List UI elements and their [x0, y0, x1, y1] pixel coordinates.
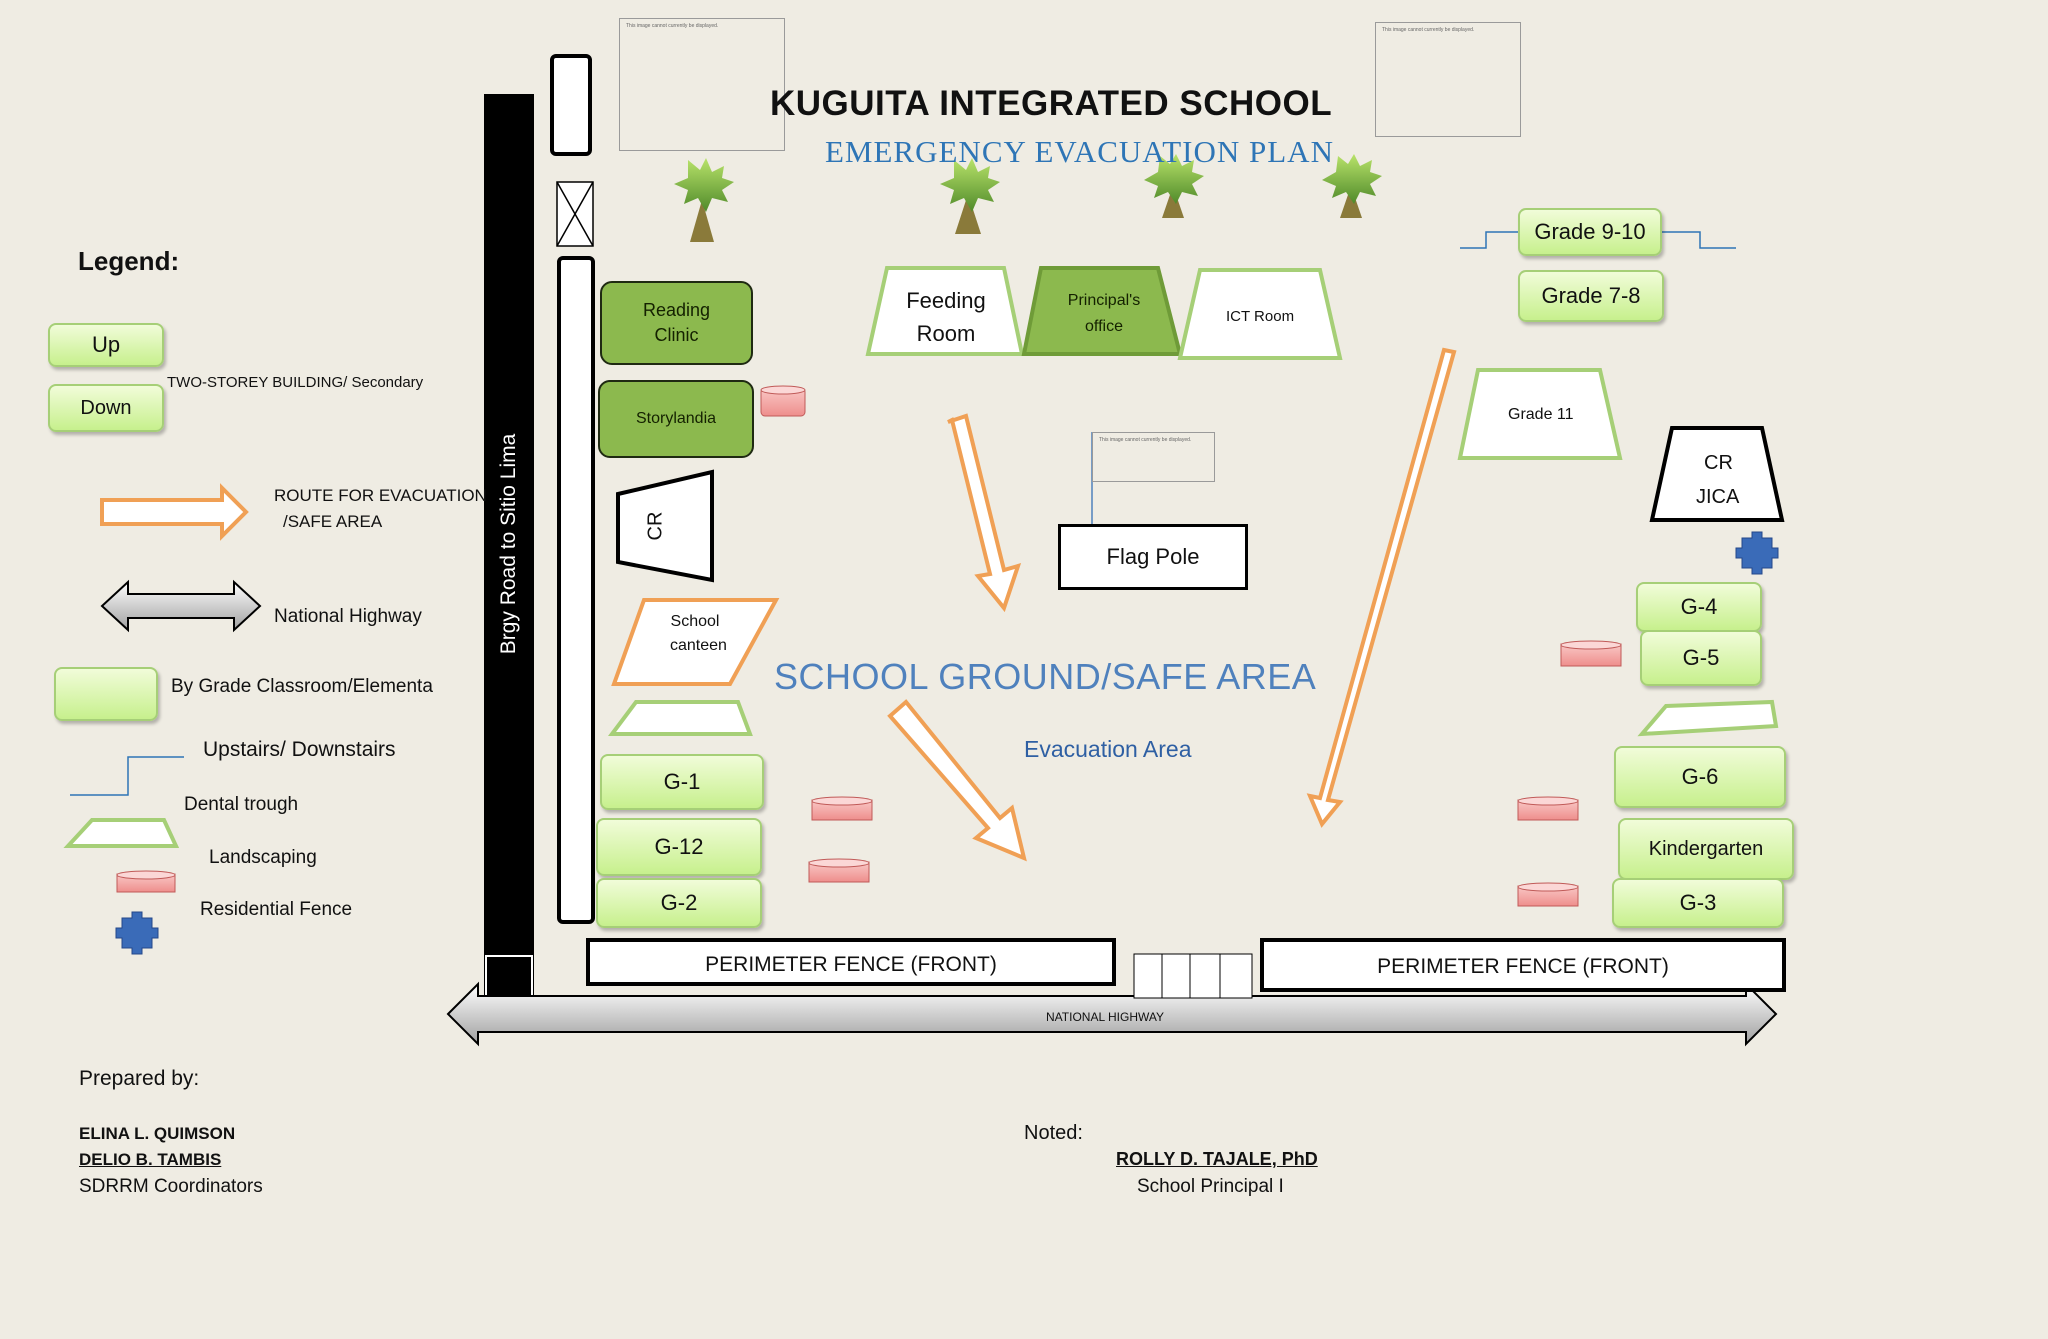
g1-room: G-1: [600, 754, 764, 810]
perimeter-fence-left: [586, 938, 1116, 986]
legend-route-label-1: ROUTE FOR EVACUATION: [274, 486, 487, 505]
grade-11-shape: [1457, 368, 1623, 460]
legend-classroom-box: [54, 667, 158, 721]
perimeter-fence-right: [1260, 938, 1786, 992]
tree-icon: [940, 158, 1000, 234]
cr-jica-label-1: CR: [1704, 452, 1733, 474]
left-wall-long: [557, 256, 595, 924]
legend-classroom-label: By Grade Classroom/Elementa: [171, 676, 433, 697]
residential-fence-icon: [1735, 531, 1779, 575]
legend-landscaping-shape: [63, 818, 180, 848]
dental-trough-icon: [760, 384, 806, 420]
preparer-name-2: DELIO B. TAMBIS: [79, 1150, 222, 1169]
brgy-road-label: Brgy Road to Sitio Lima: [497, 433, 520, 655]
landscaping-shape: [608, 700, 753, 736]
front-gate: [1133, 953, 1253, 999]
cr-jica-shape: [1649, 426, 1785, 522]
legend-route-arrow: [100, 483, 249, 541]
national-highway-arrow: [446, 981, 1778, 1047]
grade-9-10-room: Grade 9-10: [1518, 208, 1662, 256]
legend-dental-label: Dental trough: [184, 794, 299, 815]
kindergarten-room: Kindergarten: [1618, 818, 1794, 880]
national-highway-label: NATIONAL HIGHWAY: [1046, 1010, 1165, 1022]
route-arrow: [887, 699, 1027, 862]
g4-room: G-4: [1636, 582, 1762, 632]
ict-room-shape: [1177, 268, 1343, 360]
prepared-by-label: Prepared by:: [79, 1067, 200, 1090]
legend-stairs-label: Upstairs/ Downstairs: [203, 738, 396, 761]
school-ground-label: SCHOOL GROUND/SAFE AREA: [774, 656, 1317, 697]
brgy-road: [484, 94, 534, 998]
g12-room: G-12: [596, 818, 762, 876]
perimeter-fence-left-label: PERIMETER FENCE (FRONT): [705, 953, 997, 976]
legend-stairs-line: [70, 756, 184, 796]
image-placeholder: This image cannot currently be displayed…: [1092, 432, 1215, 482]
legend-landscaping-label: Landscaping: [209, 847, 317, 868]
dental-trough-icon: [1560, 640, 1622, 670]
evacuation-area-label: Evacuation Area: [1024, 736, 1192, 762]
route-arrow: [947, 413, 1022, 613]
route-arrow: [1306, 347, 1457, 828]
grade-7-8-room: Grade 7-8: [1518, 270, 1664, 322]
preparer-role: SDRRM Coordinators: [79, 1176, 263, 1197]
legend-route-label-2: /SAFE AREA: [283, 512, 383, 531]
image-placeholder: This image cannot currently be displayed…: [1375, 22, 1521, 137]
image-placeholder: This image cannot currently be displayed…: [619, 18, 785, 151]
reading-clinic-room: Reading Clinic: [600, 281, 753, 365]
page-title: KUGUITA INTEGRATED SCHOOL: [770, 84, 1333, 123]
perimeter-fence-right-label: PERIMETER FENCE (FRONT): [1377, 955, 1669, 978]
legend-up-box: Up: [48, 323, 164, 367]
left-wall-top: [550, 54, 592, 156]
tree-icon: [1322, 154, 1382, 218]
page-subtitle: EMERGENCY EVACUATION PLAN: [825, 134, 1334, 169]
dental-trough-icon: [1517, 882, 1579, 910]
tree-icon: [674, 158, 734, 242]
g5-room: G-5: [1640, 630, 1762, 686]
dental-trough-icon: [811, 796, 873, 824]
reading-clinic-label: Reading Clinic: [642, 299, 711, 345]
legend-highway-label: National Highway: [274, 606, 422, 627]
canteen-shape: [611, 598, 780, 686]
feeding-room-label: Feeding Room: [906, 288, 986, 346]
g2-room: G-2: [596, 878, 762, 928]
cr-left-label: CR: [644, 511, 667, 541]
dental-trough-icon: [808, 858, 870, 886]
canteen-label: School canteen: [670, 613, 727, 654]
residential-fence-icon: [115, 911, 159, 955]
noted-label: Noted:: [1024, 1122, 1083, 1144]
principal-office-label: Principal's office: [1067, 292, 1141, 335]
legend-heading: Legend:: [78, 246, 180, 276]
flag-pole: Flag Pole: [1058, 524, 1248, 590]
stairs-line: [1660, 231, 1736, 249]
landscaping-shape: [1637, 699, 1779, 737]
ict-room-label: ICT Room: [1226, 308, 1295, 325]
preparer-name-1: ELINA L. QUIMSON: [79, 1124, 236, 1143]
storylandia-room: Storylandia: [598, 380, 754, 458]
g3-room: G-3: [1612, 878, 1784, 928]
stairs-line: [1460, 231, 1520, 249]
principal-role: School Principal I: [1137, 1176, 1284, 1197]
principal-name: ROLLY D. TAJALE, PhD: [1116, 1149, 1318, 1169]
tree-icon: [1144, 154, 1204, 218]
legend-fence-label: Residential Fence: [200, 899, 353, 920]
cr-left-shape: [616, 469, 714, 583]
dental-trough-icon: [116, 870, 176, 896]
cr-jica-label-2: JICA: [1696, 486, 1740, 508]
legend-two-storey-label: TWO-STOREY BUILDING/ Secondary: [167, 374, 424, 391]
grade-11-label: Grade 11: [1508, 406, 1574, 423]
g6-room: G-6: [1614, 746, 1786, 808]
legend-highway-arrow: [100, 579, 262, 633]
dental-trough-icon: [1517, 796, 1579, 824]
legend-down-box: Down: [48, 384, 164, 432]
